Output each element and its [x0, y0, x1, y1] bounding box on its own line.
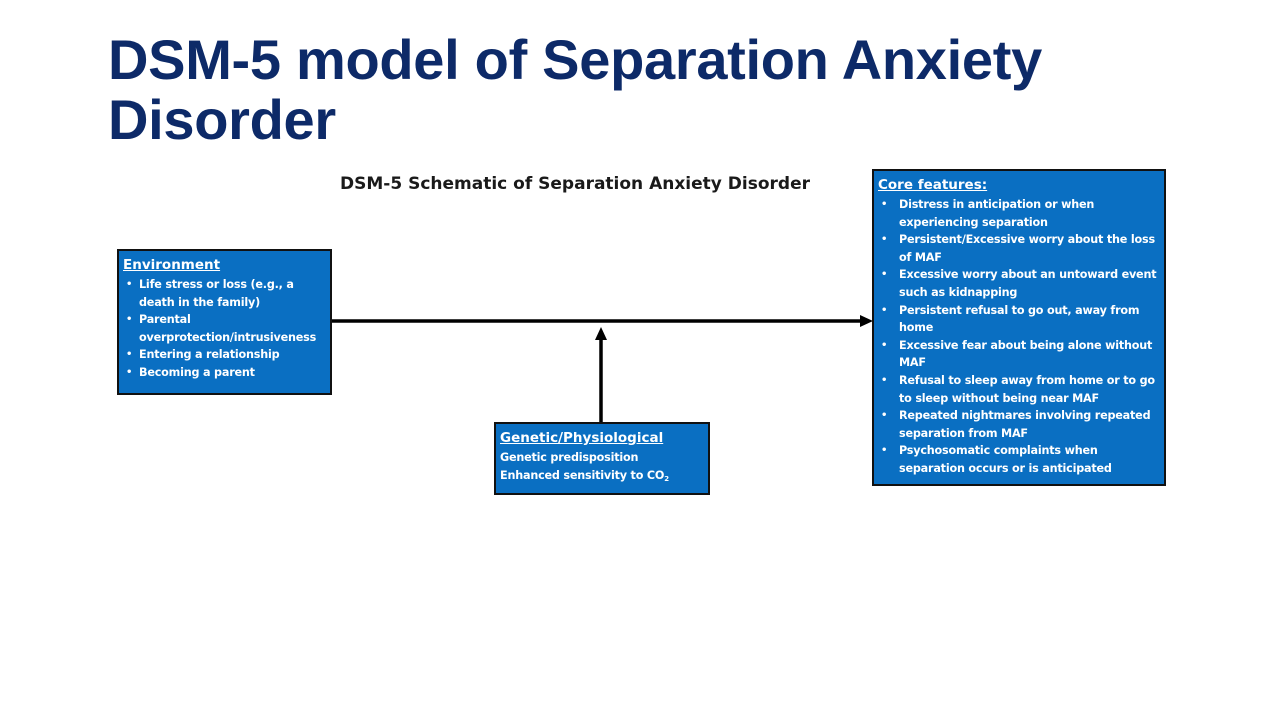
genetic-to-main-arrowhead: [595, 327, 607, 340]
environment-box: Environment Life stress or loss (e.g., a…: [117, 249, 332, 395]
environment-item: Becoming a parent: [123, 364, 326, 382]
core-features-box: Core features: Distress in anticipation …: [872, 169, 1166, 486]
genetic-heading: Genetic/Physiological: [500, 430, 664, 446]
environment-list: Life stress or loss (e.g., a death in th…: [123, 276, 326, 382]
core-feature-item: Excessive worry about an untoward event …: [878, 266, 1160, 301]
environment-heading: Environment: [123, 257, 221, 273]
core-feature-item: Persistent/Excessive worry about the los…: [878, 231, 1160, 266]
environment-item: Life stress or loss (e.g., a death in th…: [123, 276, 326, 311]
genetic-physiological-box: Genetic/Physiological Genetic predisposi…: [494, 422, 710, 495]
co2-subscript: 2: [664, 475, 669, 483]
core-feature-item: Repeated nightmares involving repeated s…: [878, 407, 1160, 442]
core-feature-item: Psychosomatic complaints when separation…: [878, 442, 1160, 477]
genetic-line-predisposition: Genetic predisposition: [500, 451, 639, 464]
core-feature-item: Refusal to sleep away from home or to go…: [878, 372, 1160, 407]
environment-item: Parental overprotection/intrusiveness: [123, 311, 326, 346]
genetic-line-co2-text: Enhanced sensitivity to CO: [500, 469, 665, 482]
core-features-list: Distress in anticipation or when experie…: [878, 196, 1160, 478]
core-feature-item: Distress in anticipation or when experie…: [878, 196, 1160, 231]
core-features-heading: Core features:: [878, 176, 1160, 194]
core-feature-item: Excessive fear about being alone without…: [878, 337, 1160, 372]
schematic-title: DSM-5 Schematic of Separation Anxiety Di…: [340, 174, 810, 194]
slide-title: DSM-5 model of Separation Anxiety Disord…: [108, 28, 1042, 151]
core-features-heading-text: Core features:: [878, 177, 988, 193]
core-feature-item: Persistent refusal to go out, away from …: [878, 302, 1160, 337]
environment-item: Entering a relationship: [123, 346, 326, 364]
genetic-line-co2: Enhanced sensitivity to CO2: [500, 467, 704, 488]
